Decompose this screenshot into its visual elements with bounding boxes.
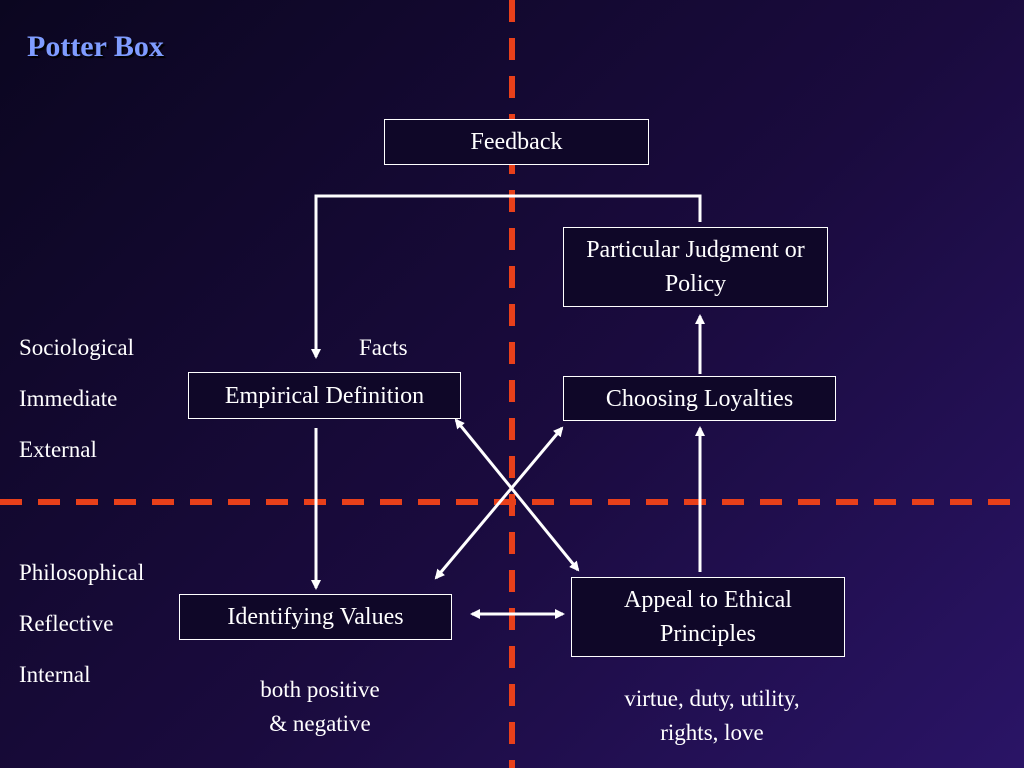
diagonal-arrow-values-loyalties <box>434 426 564 580</box>
label-reflective: Reflective <box>19 611 114 636</box>
appeal-principles-box: Appeal to Ethical Principles <box>571 577 845 657</box>
label-external: External <box>19 437 97 462</box>
label-internal: Internal <box>19 662 91 687</box>
feedback-loop-arrow <box>311 194 702 359</box>
page-title: Potter Box <box>27 30 164 63</box>
label-immediate: Immediate <box>19 386 118 411</box>
identifying-values-box: Identifying Values <box>179 594 452 640</box>
label-sociological: Sociological <box>19 335 134 360</box>
empirical-definition-box: Empirical Definition <box>188 372 461 419</box>
particular-judgment-box: Particular Judgment or Policy <box>563 227 828 307</box>
label-philosophical: Philosophical <box>19 560 145 585</box>
choosing-loyalties-box: Choosing Loyalties <box>563 376 836 421</box>
values-note: both positive & negative <box>260 677 380 736</box>
principles-note: virtue, duty, utility, rights, love <box>624 686 800 745</box>
feedback-box: Feedback <box>384 119 649 165</box>
facts-label: Facts <box>359 335 408 360</box>
diagonal-arrow-definition-principles <box>454 418 580 572</box>
